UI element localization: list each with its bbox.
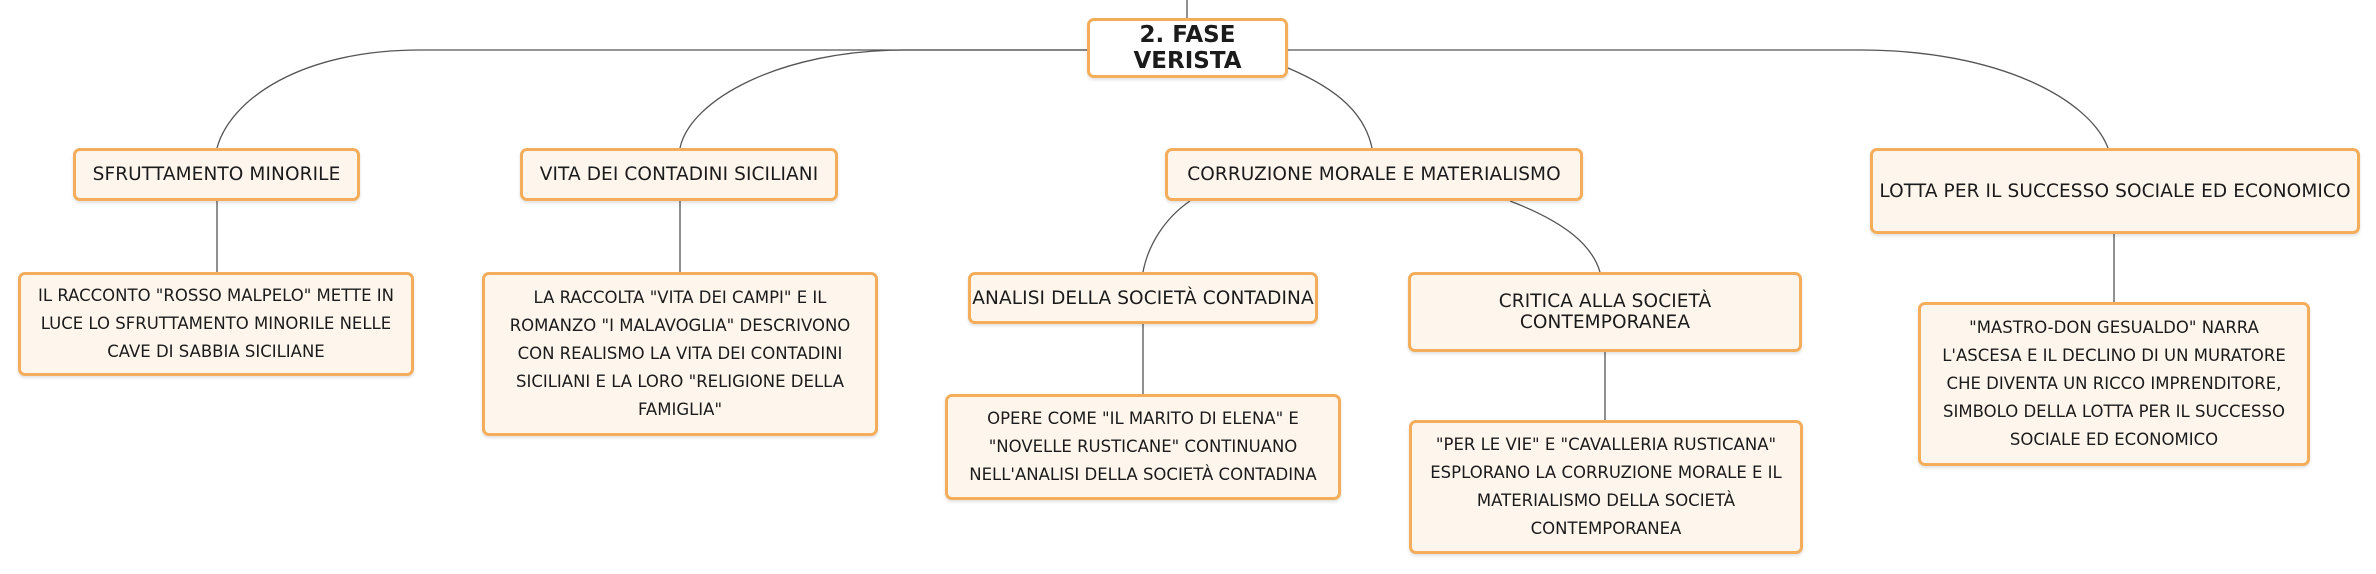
detail-node-vita-dei-campi[interactable]: LA RACCOLTA "VITA DEI CAMPI" E IL ROMANZ… bbox=[482, 272, 878, 436]
topic-label: CORRUZIONE MORALE E MATERIALISMO bbox=[1187, 164, 1561, 185]
topic-node-lotta-successo[interactable]: LOTTA PER IL SUCCESSO SOCIALE ED ECONOMI… bbox=[1870, 148, 2360, 234]
connector-root-lotta bbox=[1288, 49, 2109, 149]
connector-root-corruzione bbox=[1287, 67, 1373, 149]
connector-root-sfruttamento bbox=[216, 49, 1087, 149]
topic-label: SFRUTTAMENTO MINORILE bbox=[92, 164, 341, 185]
detail-text: "MASTRO-DON GESUALDO" NARRA L'ASCESA E I… bbox=[1942, 318, 2286, 449]
detail-text: LA RACCOLTA "VITA DEI CAMPI" E IL ROMANZ… bbox=[509, 288, 851, 419]
detail-text: OPERE COME "IL MARITO DI ELENA" E "NOVEL… bbox=[969, 409, 1317, 484]
topic-label: LOTTA PER IL SUCCESSO SOCIALE ED ECONOMI… bbox=[1879, 180, 2351, 202]
subtopic-node-analisi-societa[interactable]: ANALISI DELLA SOCIETÀ CONTADINA bbox=[968, 272, 1318, 324]
topic-node-vita-dei-contadini[interactable]: VITA DEI CONTADINI SICILIANI bbox=[520, 148, 838, 201]
subtopic-label: ANALISI DELLA SOCIETÀ CONTADINA bbox=[972, 287, 1314, 309]
topic-node-corruzione-morale[interactable]: CORRUZIONE MORALE E MATERIALISMO bbox=[1165, 148, 1583, 201]
topic-label: VITA DEI CONTADINI SICILIANI bbox=[539, 164, 819, 185]
subtopic-label: CRITICA ALLA SOCIETÀ CONTEMPORANEA bbox=[1498, 291, 1712, 333]
subtopic-node-critica-societa[interactable]: CRITICA ALLA SOCIETÀ CONTEMPORANEA bbox=[1408, 272, 1802, 352]
detail-text: "PER LE VIE" E "CAVALLERIA RUSTICANA" ES… bbox=[1430, 435, 1782, 538]
connector-corruzione-critica bbox=[1509, 200, 1601, 273]
root-node[interactable]: 2. FASE VERISTA bbox=[1087, 18, 1288, 78]
connector-root-contadini bbox=[679, 49, 1087, 149]
detail-node-per-le-vie[interactable]: "PER LE VIE" E "CAVALLERIA RUSTICANA" ES… bbox=[1409, 420, 1803, 554]
detail-node-marito-di-elena[interactable]: OPERE COME "IL MARITO DI ELENA" E "NOVEL… bbox=[945, 394, 1341, 500]
topic-node-sfruttamento-minorile[interactable]: SFRUTTAMENTO MINORILE bbox=[73, 148, 360, 201]
detail-node-rosso-malpelo[interactable]: IL RACCONTO "ROSSO MALPELO" METTE IN LUC… bbox=[18, 272, 414, 376]
detail-node-mastro-don-gesualdo[interactable]: "MASTRO-DON GESUALDO" NARRA L'ASCESA E I… bbox=[1918, 302, 2310, 466]
connector-corruzione-analisi bbox=[1142, 200, 1191, 273]
root-label: 2. FASE VERISTA bbox=[1133, 22, 1242, 74]
detail-text: IL RACCONTO "ROSSO MALPELO" METTE IN LUC… bbox=[38, 286, 394, 361]
